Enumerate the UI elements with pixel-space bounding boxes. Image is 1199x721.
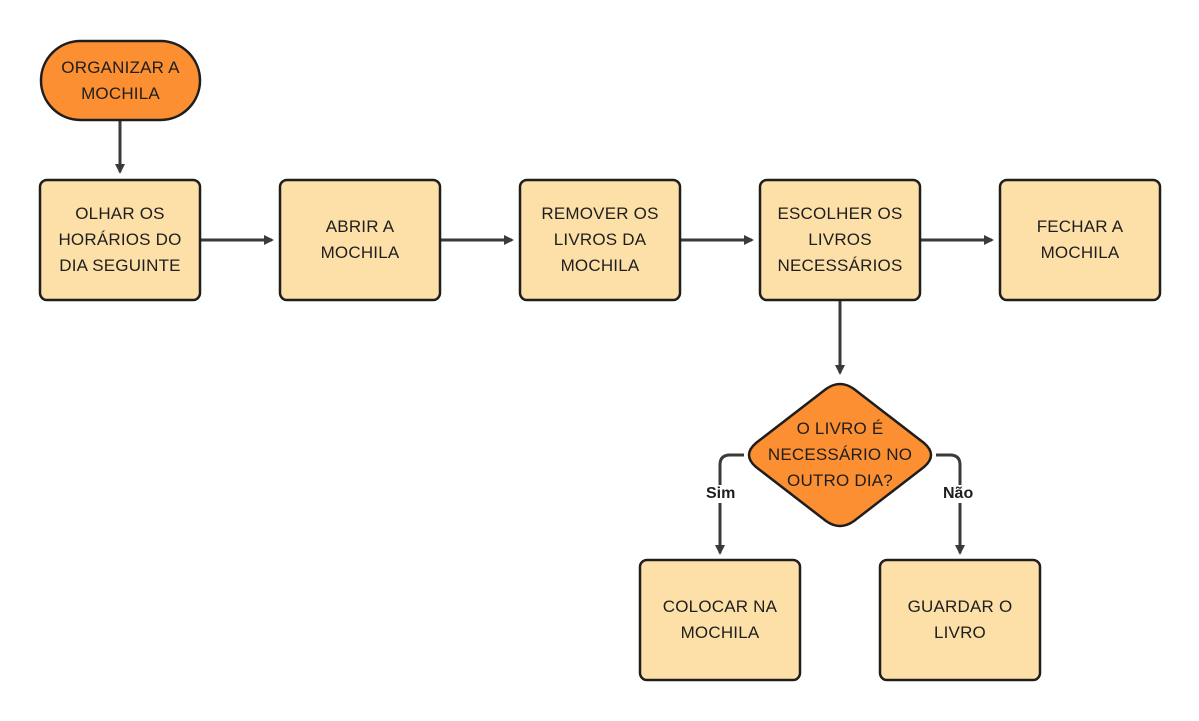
store-book-shape — [878, 558, 1042, 682]
edge-label-yes: Sim — [704, 485, 738, 503]
choose-books-label: ESCOLHER OS LIVROS NECESSÁRIOS — [777, 204, 903, 275]
start-label: ORGANIZAR A MOCHILA — [61, 57, 180, 103]
edge-decision-no — [936, 453, 965, 555]
close-bag-label: FECHAR A MOCHILA — [1036, 217, 1124, 262]
look-schedule-label: OLHAR OS HORÁRIOS DO DIA SEGUINTE — [58, 204, 182, 275]
choose-books-shape — [758, 178, 922, 302]
remove-books-label: REMOVER OS LIVROS DA MOCHILA — [541, 204, 659, 275]
store-book-label: GUARDAR O LIVRO — [907, 597, 1013, 642]
look-schedule-shape — [38, 178, 202, 302]
edge-decision-yes — [715, 453, 744, 555]
decision-label: O LIVRO É NECESSÁRIO NO OUTRO DIA? — [767, 419, 913, 490]
start-terminal-shape — [39, 39, 202, 122]
remove-books-shape — [518, 178, 682, 302]
decision-diamond-shape — [747, 382, 933, 528]
open-bag-label: ABRIR A MOCHILA — [320, 217, 400, 262]
put-in-bag-label: COLOCAR NA MOCHILA — [662, 597, 778, 642]
open-bag-shape — [278, 178, 442, 302]
edge-label-no: Não — [941, 485, 976, 503]
put-in-bag-shape — [638, 558, 802, 682]
close-bag-shape — [998, 178, 1162, 302]
